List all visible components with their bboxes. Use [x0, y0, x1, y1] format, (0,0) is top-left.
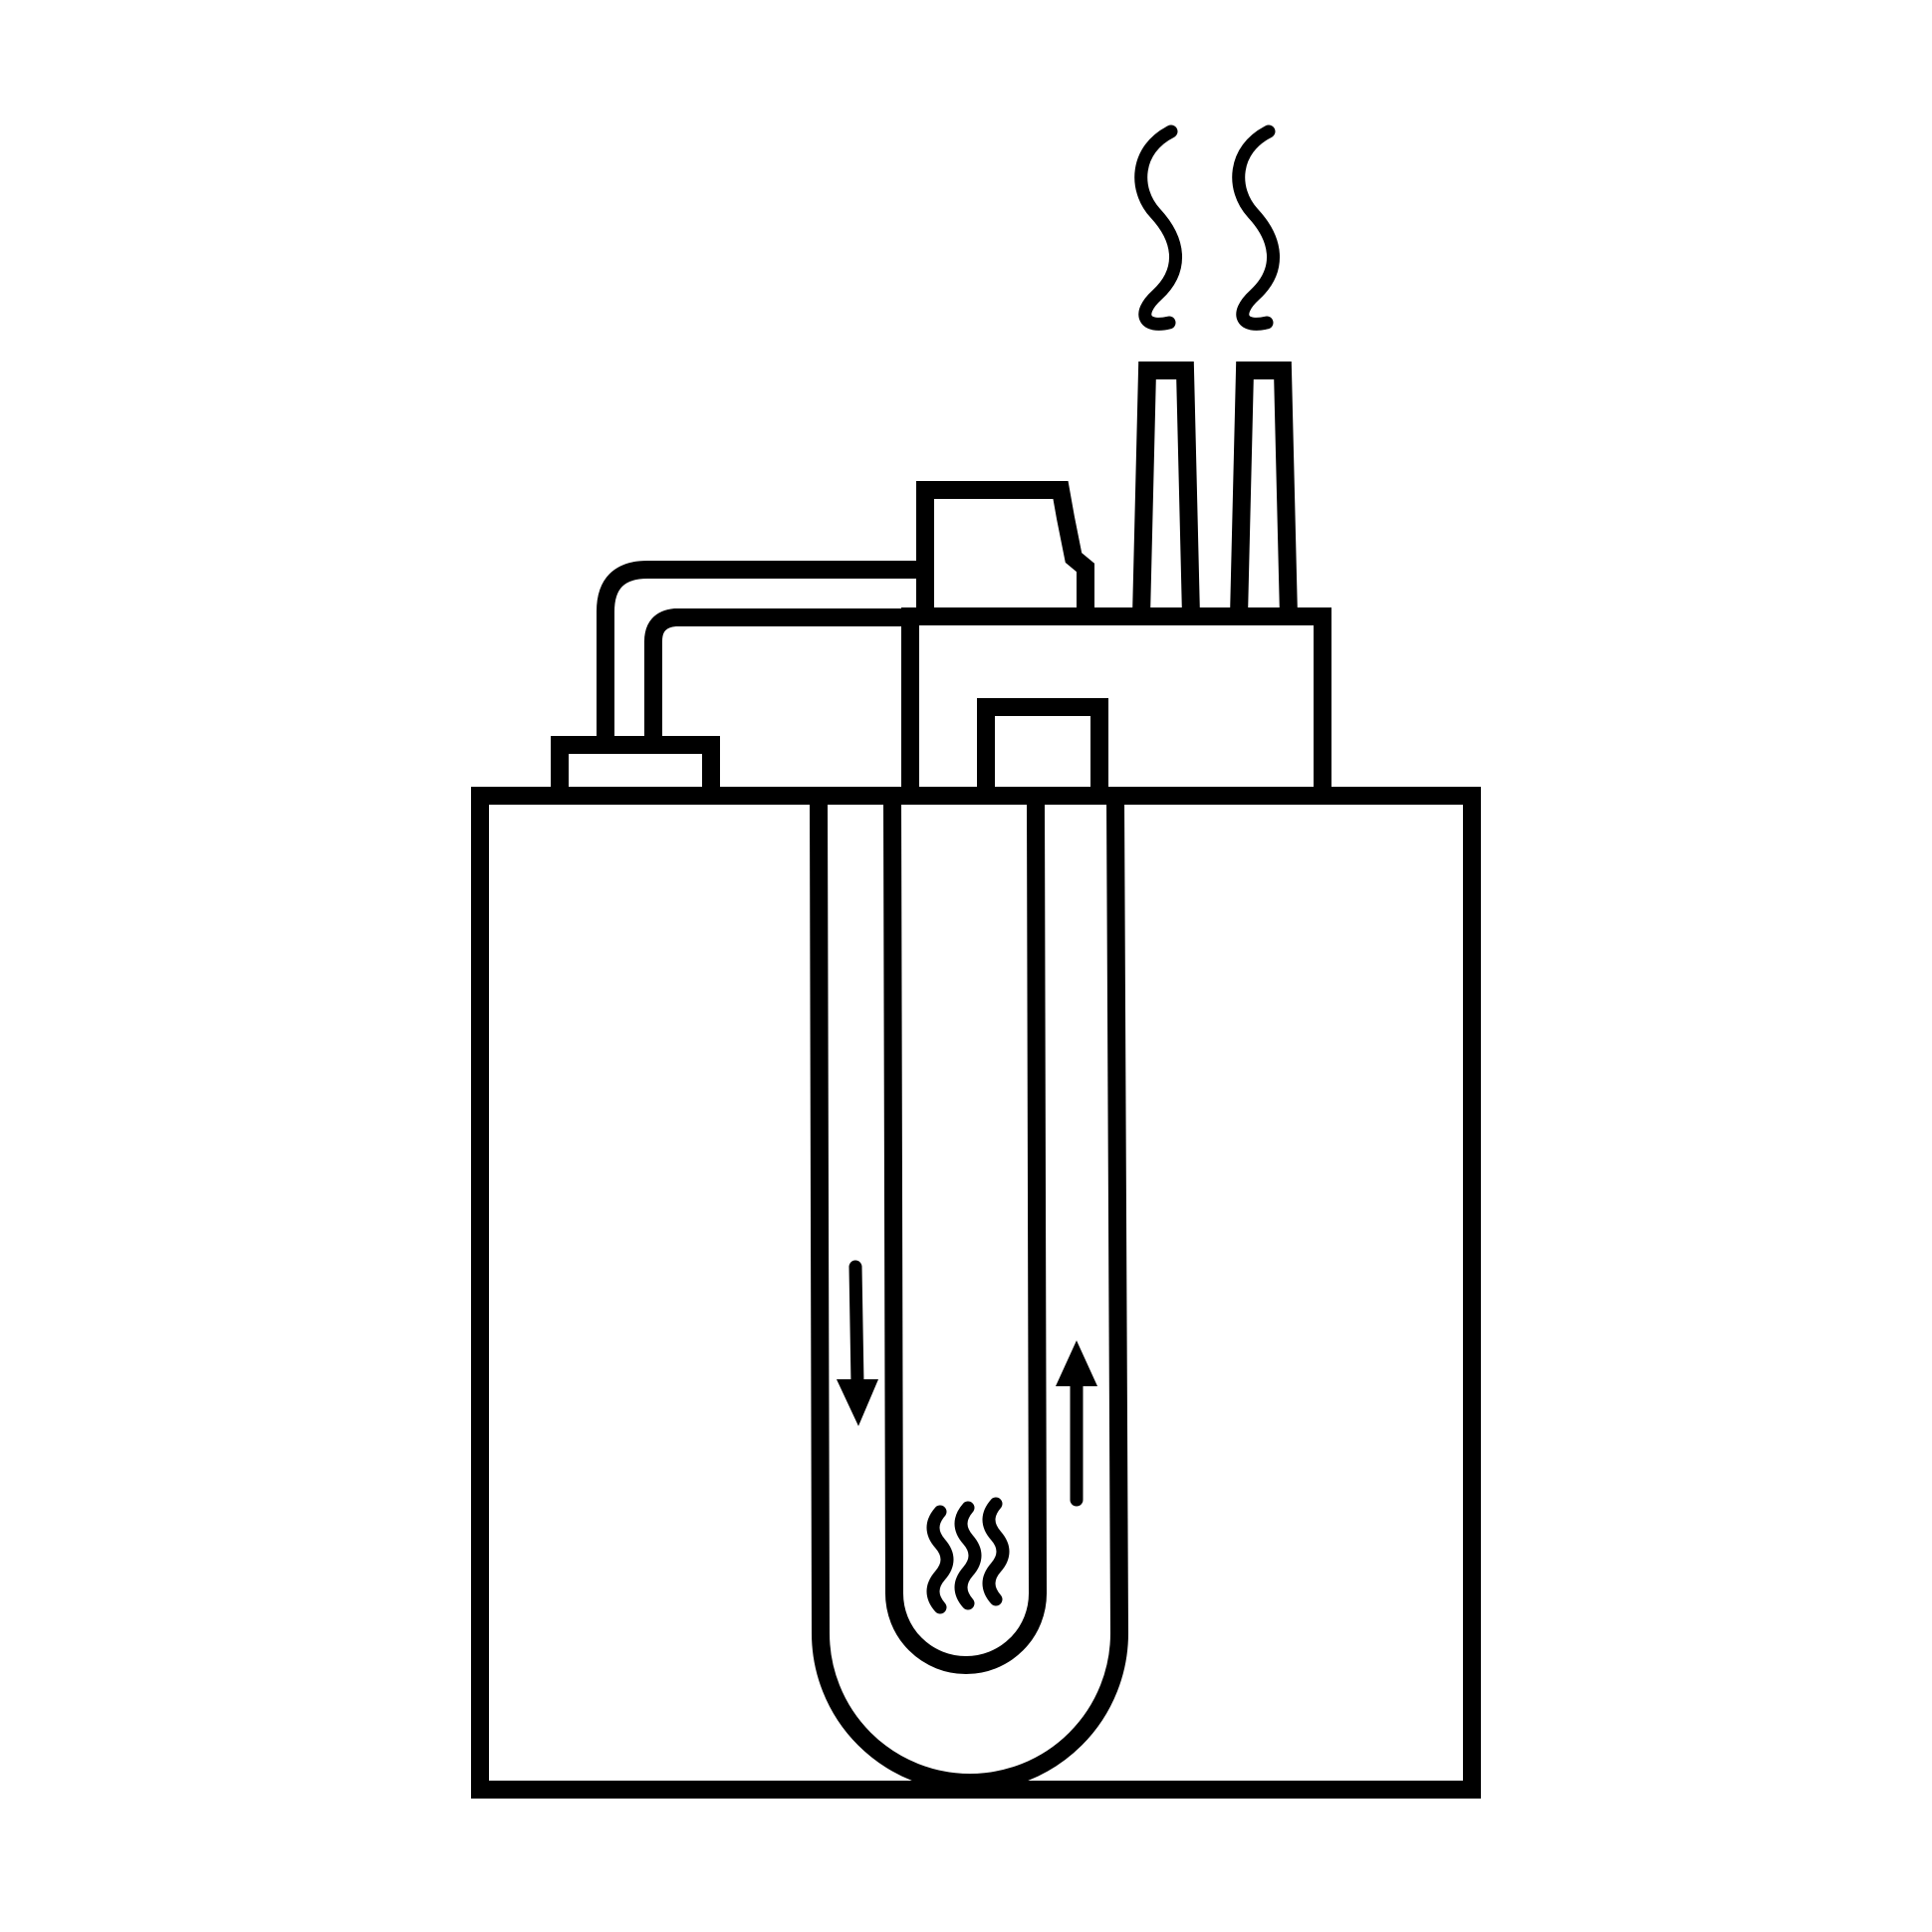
cooling-tower-left [1132, 362, 1200, 625]
wellhead-box [551, 736, 720, 805]
power-plant-building [901, 607, 1331, 805]
pump-housing [916, 481, 1094, 625]
steam-plume-left [1134, 124, 1182, 331]
u-pipe-outer-wall [810, 787, 1129, 1792]
u-pipe-inner-wall [883, 787, 1048, 1674]
generator-box [977, 698, 1108, 805]
steam-plume-right [1232, 124, 1280, 331]
ground-block [471, 787, 1481, 1799]
cooling-tower-right [1230, 362, 1298, 625]
upflow-arrow [1056, 1340, 1097, 1507]
downflow-arrow [837, 1260, 878, 1426]
geothermal-heat-waves [926, 1497, 1010, 1614]
connecting-pipe [597, 561, 934, 752]
